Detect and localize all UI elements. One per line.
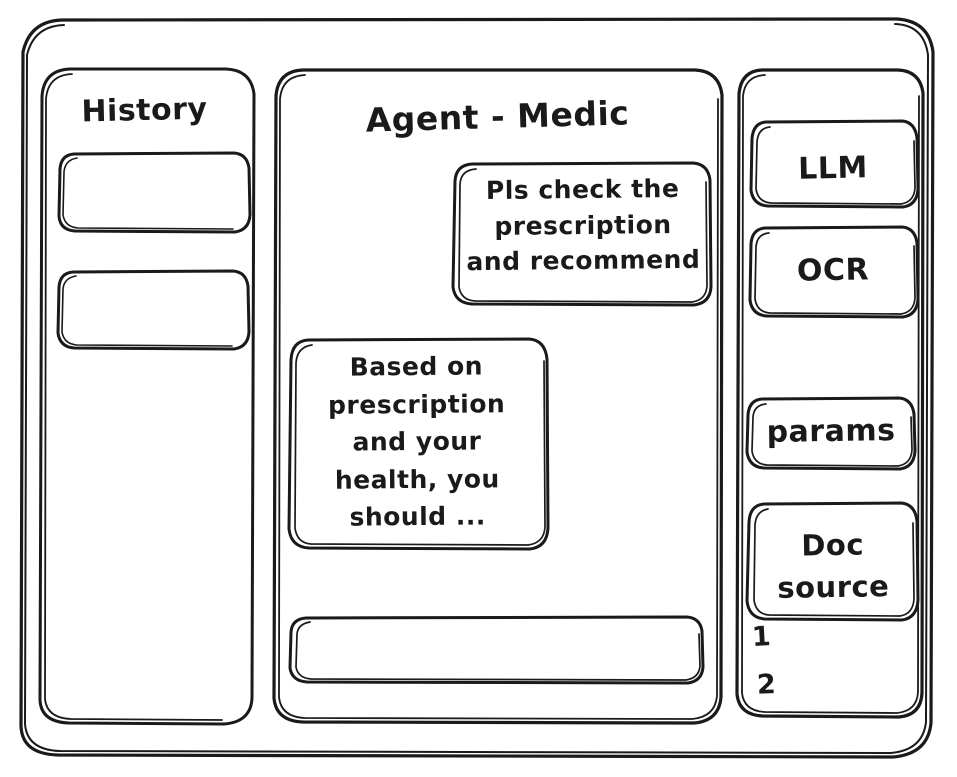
composer-frame bbox=[288, 615, 705, 685]
tool-ocr-frame bbox=[748, 225, 920, 319]
tool-doc-source-label[interactable]: Doc source bbox=[777, 527, 890, 605]
agent-message-bubble-frame bbox=[287, 337, 550, 551]
tools-panel-frame bbox=[735, 68, 925, 719]
user-message-bubble-frame bbox=[451, 161, 713, 307]
history-panel-title: History bbox=[81, 91, 208, 130]
agent-panel-frame bbox=[272, 68, 724, 725]
agent-message-text: Based on prescription and your health, y… bbox=[327, 351, 506, 532]
window-frame bbox=[19, 17, 935, 759]
tool-llm-label[interactable]: LLM bbox=[797, 150, 869, 187]
history-panel-frame bbox=[38, 67, 256, 726]
tool-params-label[interactable]: params bbox=[766, 413, 896, 450]
tool-llm-frame bbox=[749, 119, 920, 209]
doc-source-entry-2[interactable]: 2 bbox=[756, 669, 777, 701]
doc-source-entry-1[interactable]: 1 bbox=[751, 621, 773, 654]
history-entry-2-frame bbox=[56, 269, 251, 351]
tool-ocr-label[interactable]: OCR bbox=[796, 252, 870, 289]
tool-doc-source-frame bbox=[745, 501, 920, 622]
user-message-text: Pls check the prescription and recommend bbox=[466, 173, 701, 277]
tool-params-frame bbox=[745, 396, 917, 471]
history-entry-1-frame bbox=[57, 151, 252, 234]
